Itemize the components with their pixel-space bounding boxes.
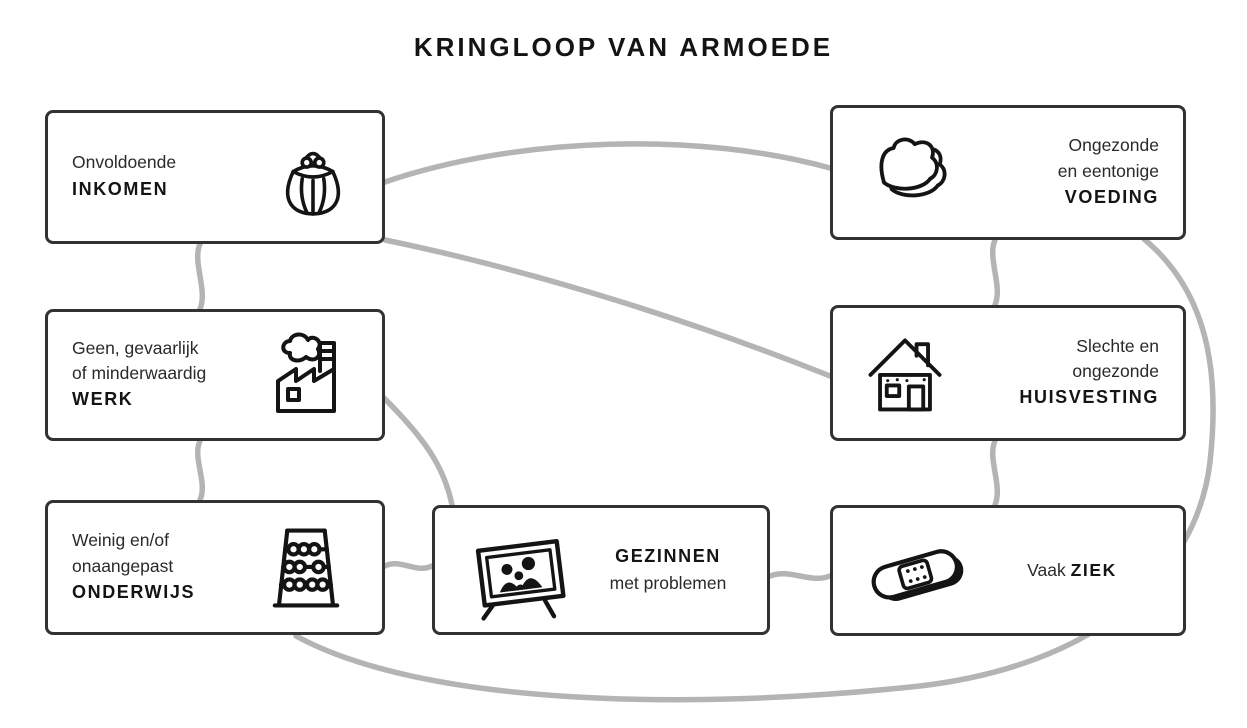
node-line: met problemen [609, 573, 727, 594]
node-line: Weinig en/of [72, 530, 169, 551]
bandage-icon [857, 519, 975, 623]
node-line-prefix: Vaak [1027, 559, 1066, 580]
node-line: ongezonde [1072, 361, 1159, 382]
node-onderwijs-text: Weinig en/of onaangepast ONDERWIJS [72, 528, 244, 607]
node-keyword: INKOMEN [72, 178, 169, 199]
node-huisvesting: Slechte en ongezonde HUISVESTING [830, 305, 1186, 441]
node-keyword: VOEDING [1064, 186, 1159, 207]
connector-inkomen-huisvesting [382, 237, 833, 379]
node-keyword: HUISVESTING [1019, 387, 1159, 408]
node-line: Geen, gevaarlijk [72, 337, 199, 358]
node-line: Ongezonde [1068, 135, 1160, 156]
node-werk-text: Geen, gevaarlijk of minderwaardig WERK [72, 336, 248, 415]
connector-group [194, 141, 1216, 703]
connector-outer-cycle [293, 236, 1216, 703]
factory-icon [258, 325, 358, 425]
node-keyword: WERK [72, 389, 134, 410]
connector-werk-onderwijs [194, 438, 206, 503]
node-keyword: GEZINNEN [615, 546, 721, 567]
node-line: of minderwaardig [72, 363, 207, 384]
connector-werk-gezinnen [381, 395, 455, 508]
bread-icon [857, 125, 961, 221]
node-voeding: Ongezonde en eentonige VOEDING [830, 105, 1186, 240]
node-gezinnen: GEZINNEN met problemen [432, 505, 770, 635]
node-inkomen: Onvoldoende INKOMEN [45, 110, 385, 244]
house-icon [857, 325, 953, 421]
family-photo-icon [459, 515, 583, 625]
node-gezinnen-text: GEZINNEN met problemen [593, 543, 743, 596]
node-voeding-text: Ongezonde en eentonige VOEDING [971, 133, 1159, 212]
node-werk: Geen, gevaarlijk of minderwaardig WERK [45, 309, 385, 441]
node-inkomen-text: Onvoldoende INKOMEN [72, 150, 258, 203]
node-ziek: Vaak ZIEK [830, 505, 1186, 636]
connector-voeding-huisvesting [989, 237, 1001, 308]
node-line: Slechte en [1076, 335, 1159, 356]
node-keyword: ONDERWIJS [72, 581, 196, 602]
node-huisvesting-text: Slechte en ongezonde HUISVESTING [963, 334, 1159, 413]
node-ziek-text: Vaak ZIEK [985, 558, 1159, 583]
connector-onderwijs-gezinnen [382, 561, 435, 571]
purse-icon [268, 132, 358, 222]
connector-inkomen-werk [194, 241, 206, 312]
node-line: Vaak ZIEK [985, 558, 1159, 583]
node-onderwijs: Weinig en/of onaangepast ONDERWIJS [45, 500, 385, 635]
diagram-title: KRINGLOOP VAN ARMOEDE [413, 32, 834, 62]
connector-gezinnen-ziek [767, 570, 833, 582]
node-keyword: ZIEK [1070, 559, 1117, 580]
node-line: onaangepast [72, 555, 174, 576]
node-line: en eentonige [1057, 160, 1159, 181]
abacus-icon [254, 516, 358, 620]
connector-huisvesting-ziek [989, 438, 1001, 508]
node-line: Onvoldoende [72, 152, 177, 173]
connector-inkomen-voeding [382, 141, 833, 185]
